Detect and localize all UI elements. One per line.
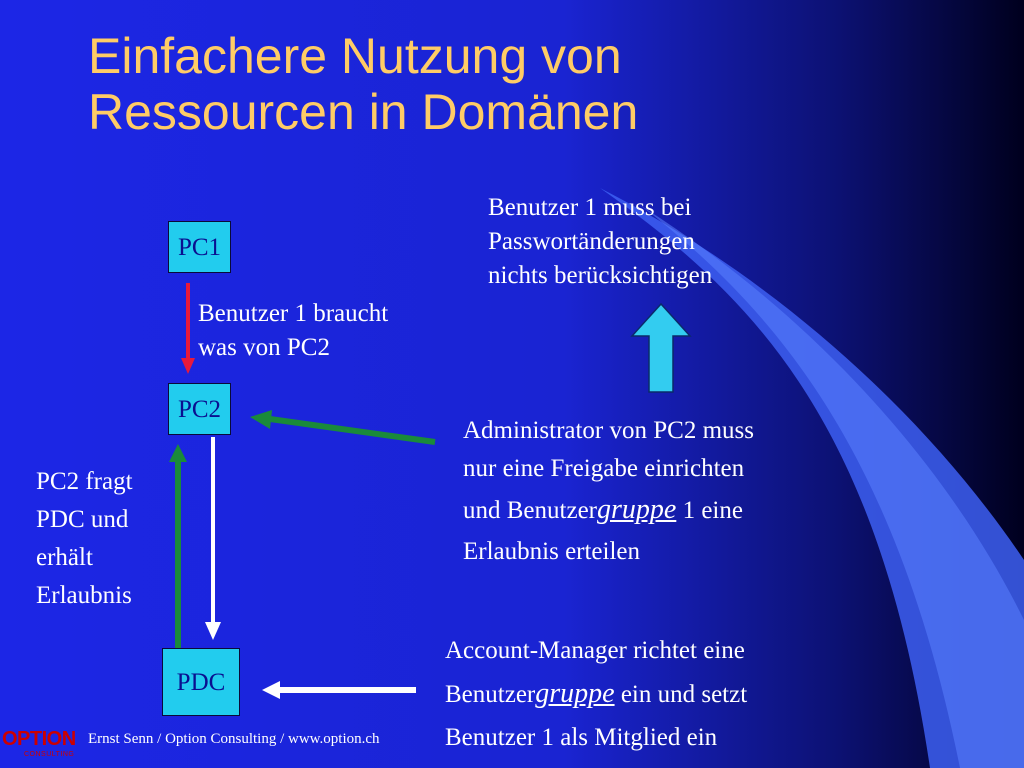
note-admin: Administrator von PC2 muss nur eine Frei… xyxy=(463,412,754,571)
note-admin-text: 1 eine xyxy=(676,497,743,524)
note-left-line: Erlaubnis xyxy=(36,582,132,609)
note-admin-text: und Benutzer xyxy=(463,497,597,524)
footer-text: Ernst Senn / Option Consulting / www.opt… xyxy=(88,731,380,747)
pdc-label: PDC xyxy=(176,669,226,696)
note-left-line: PC2 fragt xyxy=(36,468,133,495)
note-top-right-line: Benutzer 1 muss bei xyxy=(488,194,692,221)
note-left-line: PDC und xyxy=(36,506,129,533)
note-admin-line: und Benutzergruppe 1 eine xyxy=(463,488,754,533)
note-left-line: erhält xyxy=(36,544,93,571)
pdc-box: PDC xyxy=(162,648,240,716)
slide-title: Einfachere Nutzung von Ressourcen in Dom… xyxy=(88,28,848,140)
note-pc1-pc2-line: Benutzer 1 braucht xyxy=(198,300,389,327)
note-top-right-line: nichts berücksichtigen xyxy=(488,262,713,289)
note-account-line: Benutzer 1 als Mitglied ein xyxy=(445,724,718,751)
title-line-1: Einfachere Nutzung von xyxy=(88,28,622,84)
option-logo: OPTION xyxy=(2,728,76,750)
note-account-line: Account-Manager richtet eine xyxy=(445,637,745,664)
option-logo-subtitle: CONSULTING xyxy=(24,751,75,758)
note-account-text: Benutzer xyxy=(445,681,536,708)
note-admin-line: Erlaubnis erteilen xyxy=(463,538,641,565)
pc2-box: PC2 xyxy=(168,383,231,435)
pc1-box: PC1 xyxy=(168,221,231,273)
emphasis-gruppe: gruppe xyxy=(535,678,615,709)
pc2-label: PC2 xyxy=(177,396,222,423)
note-pc1-pc2-line: was von PC2 xyxy=(198,334,330,361)
note-account-line: Benutzergruppe ein und setzt xyxy=(445,672,747,717)
title-line-2: Ressourcen in Domänen xyxy=(88,84,639,140)
note-left: PC2 fragt PDC und erhält Erlaubnis xyxy=(36,463,133,615)
note-account-text: ein und setzt xyxy=(614,681,748,708)
note-account: Account-Manager richtet eine Benutzergru… xyxy=(445,630,747,759)
pc1-label: PC1 xyxy=(177,234,222,261)
emphasis-gruppe: gruppe xyxy=(596,494,677,525)
note-top-right: Benutzer 1 muss bei Passwortänderungen n… xyxy=(488,191,712,293)
note-admin-line: nur eine Freigabe einrichten xyxy=(463,455,745,482)
note-admin-line: Administrator von PC2 muss xyxy=(463,417,754,444)
note-top-right-line: Passwortänderungen xyxy=(488,228,695,255)
note-pc1-pc2: Benutzer 1 braucht was von PC2 xyxy=(198,297,388,365)
